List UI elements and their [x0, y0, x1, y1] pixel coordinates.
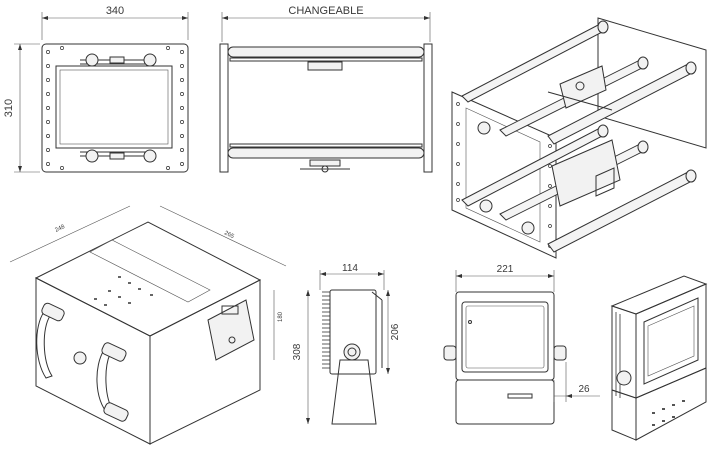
- frame-front-view: 340 310: [3, 5, 189, 173]
- enclosure-iso-view: 248 265 180: [9, 205, 287, 445]
- monitor-height-dim: 308: [292, 343, 303, 360]
- frame-side-view: CHANGEABLE: [219, 5, 433, 173]
- frame-height-dim: 310: [3, 99, 15, 117]
- monitor-iso-view: [610, 275, 708, 441]
- monitor-offset-dim: 26: [578, 384, 590, 395]
- monitor-depth-dim: 114: [342, 263, 358, 274]
- monitor-width-dim: 221: [497, 264, 514, 275]
- frame-changeable-label: CHANGEABLE: [288, 5, 363, 17]
- frame-width-dim: 340: [106, 5, 124, 17]
- enclosure-dim-right: 265: [223, 230, 235, 240]
- enclosure-dim-left: 248: [54, 224, 66, 234]
- enclosure-dim-height: 180: [278, 311, 284, 322]
- monitor-inner-dim: 206: [390, 323, 401, 340]
- monitor-side-view: 114 308 206: [292, 263, 401, 425]
- frame-iso-view: [451, 17, 707, 259]
- monitor-front-view: 221 26: [443, 264, 600, 425]
